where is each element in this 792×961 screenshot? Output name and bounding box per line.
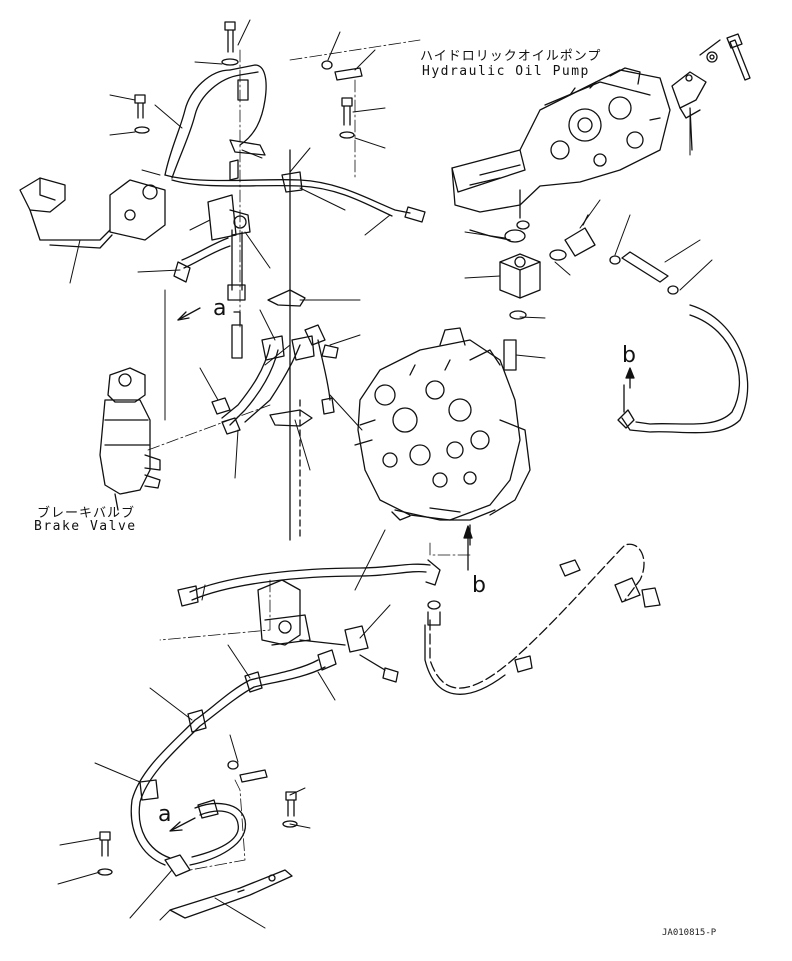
view-marker-a: a xyxy=(213,296,227,321)
bottom-bracket xyxy=(169,869,293,919)
pump-label-en: Hydraulic Oil Pump xyxy=(422,64,590,79)
pump-bracket xyxy=(671,33,751,151)
transmission-valve-body xyxy=(354,327,531,546)
brake-hose-lower xyxy=(130,649,337,877)
manifold-block xyxy=(469,214,679,371)
view-arrows xyxy=(169,307,635,832)
brake-valve-label-en: Brake Valve xyxy=(34,519,137,534)
lower-bracket xyxy=(257,579,399,683)
brake-valve-label-jp: ブレーキバルブ xyxy=(37,506,136,521)
hydraulic-oil-pump xyxy=(451,67,671,230)
bolts-and-washers xyxy=(97,21,363,876)
pump-label-jp: ハイドロリックオイルポンプ xyxy=(420,49,602,64)
brake-hose-upper xyxy=(164,64,426,223)
drawing-code: JA010815-P xyxy=(662,928,717,938)
tee-block xyxy=(173,159,251,301)
brake-valve xyxy=(99,367,161,511)
return-line-lower xyxy=(424,543,661,695)
bracket-frame-left xyxy=(19,177,166,249)
return-hose-right xyxy=(617,304,749,434)
brake-hose-pair xyxy=(211,149,339,541)
brake-hose-middle xyxy=(177,559,441,626)
view-marker-b: b xyxy=(622,343,636,368)
view-marker-a: a xyxy=(158,802,172,827)
center-lines xyxy=(147,39,471,871)
view-marker-b: b xyxy=(472,573,486,598)
leader-lines xyxy=(57,19,713,929)
